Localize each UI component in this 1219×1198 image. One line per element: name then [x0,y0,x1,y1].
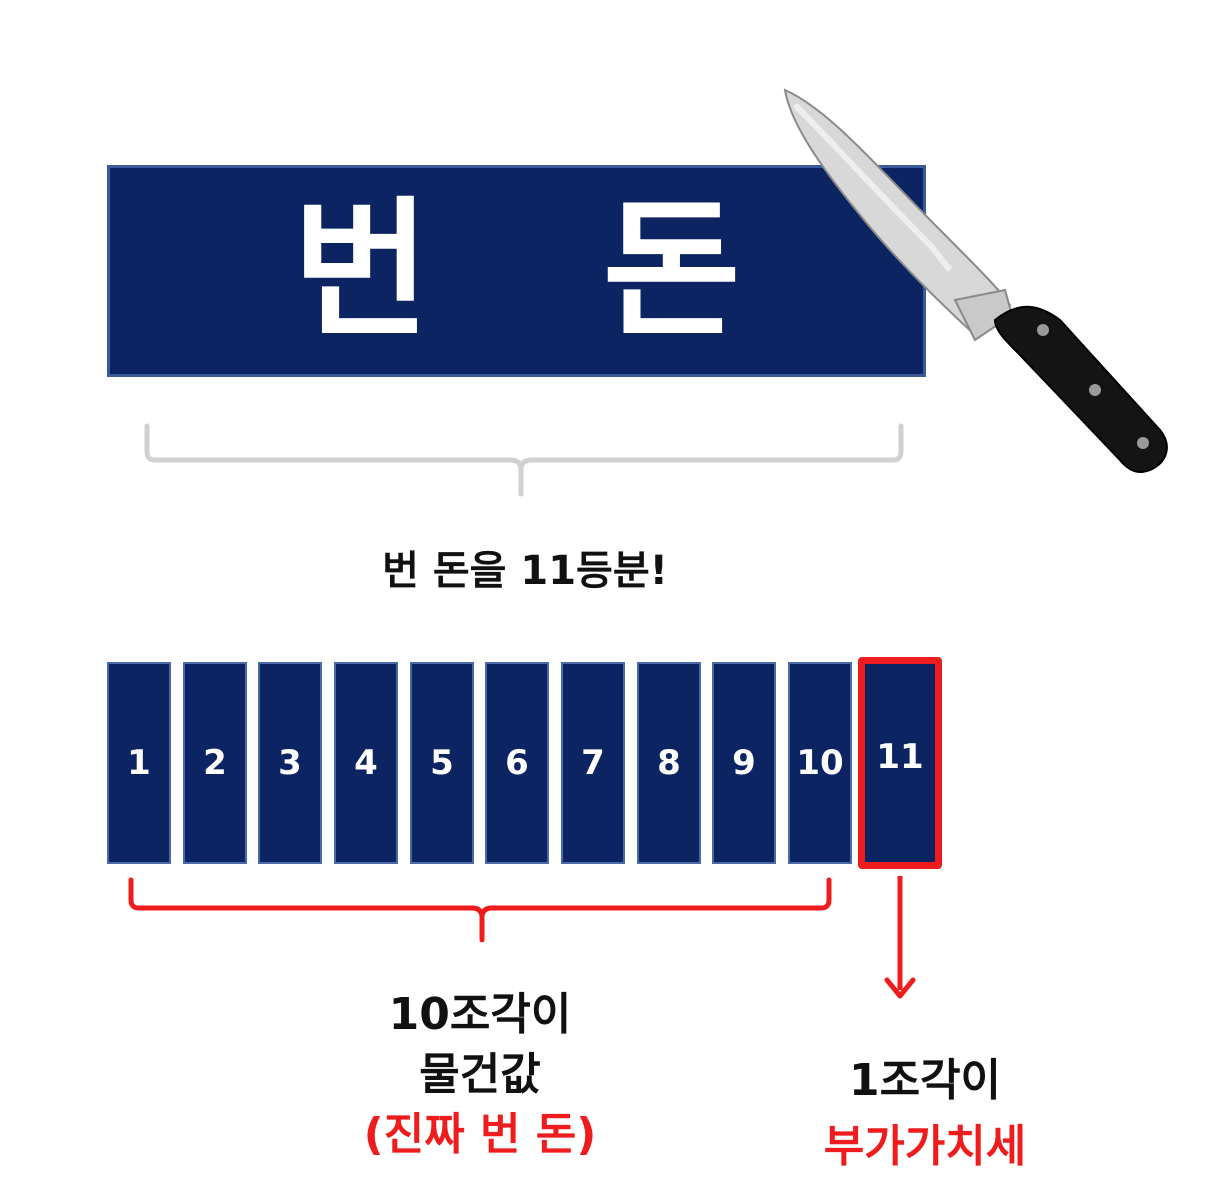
piece-8: 8 [637,662,701,864]
goods-line-1: 10조각이 [300,985,660,1045]
vat-label: 1조각이 부가가치세 [780,1048,1070,1180]
knife-icon [785,90,1167,472]
bracket-gray [147,426,901,494]
vat-line-1: 1조각이 [780,1048,1070,1114]
piece-1: 1 [107,662,171,864]
piece-10: 10 [788,662,852,864]
vat-line-2: 부가가치세 [780,1114,1070,1180]
bracket-red [131,880,829,940]
piece-7: 7 [561,662,625,864]
arrow-down-icon [887,876,913,996]
piece-9: 9 [712,662,776,864]
goods-line-2: 물건값 [300,1045,660,1105]
piece-2: 2 [183,662,247,864]
caption: 번 돈을 11등분! [0,538,1050,596]
goods-line-3: (진짜 번 돈) [300,1105,660,1165]
piece-6: 6 [485,662,549,864]
goods-price-label: 10조각이 물건값 (진짜 번 돈) [300,985,660,1165]
piece-11-tax: 11 [858,657,942,869]
piece-4: 4 [334,662,398,864]
piece-5: 5 [410,662,474,864]
piece-3: 3 [258,662,322,864]
